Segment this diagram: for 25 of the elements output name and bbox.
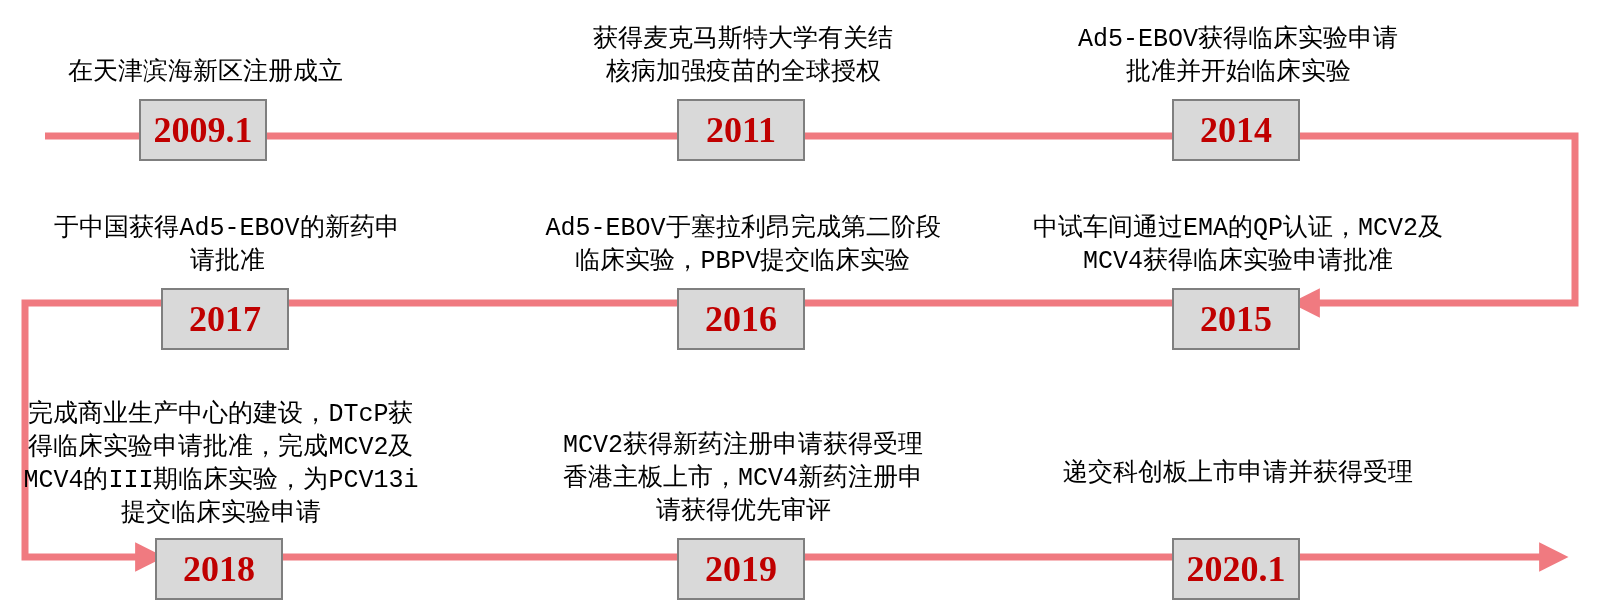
timeline-line bbox=[283, 553, 677, 561]
year-label: 2015 bbox=[1200, 301, 1272, 337]
event-text: Ad5-EBOV于塞拉利昂完成第二阶段临床实验，PBPV提交临床实验 bbox=[544, 213, 942, 278]
timeline-line bbox=[805, 299, 1172, 307]
year-label: 2016 bbox=[705, 301, 777, 337]
event-text: 在天津滨海新区注册成立 bbox=[66, 57, 344, 89]
year-label: 2020.1 bbox=[1186, 551, 1286, 587]
event-text: 于中国获得Ad5-EBOV的新药申请批准 bbox=[53, 213, 401, 278]
event-text: 完成商业生产中心的建设，DTcP获得临床实验申请批准，完成MCV2及MCV4的III期临床实验，为PCV13i提交临床实验申请 bbox=[22, 399, 420, 530]
year-label: 2011 bbox=[706, 112, 776, 148]
event-text: 递交科创板上市申请并获得受理 bbox=[1062, 458, 1414, 490]
timeline-line bbox=[289, 299, 677, 307]
timeline-line bbox=[267, 132, 677, 140]
timeline-line bbox=[805, 132, 1172, 140]
event-text: 获得麦克马斯特大学有关结核病加强疫苗的全球授权 bbox=[593, 24, 893, 89]
year-label: 2014 bbox=[1200, 112, 1272, 148]
timeline-arrow bbox=[1300, 542, 1569, 572]
timeline-line bbox=[805, 553, 1172, 561]
year-label: 2009.1 bbox=[153, 112, 253, 148]
year-label: 2019 bbox=[705, 551, 777, 587]
year-label: 2018 bbox=[183, 551, 255, 587]
event-text: 中试车间通过EMA的QP认证，MCV2及MCV4获得临床实验申请批准 bbox=[1032, 213, 1444, 278]
event-text: Ad5-EBOV获得临床实验申请批准并开始临床实验 bbox=[1077, 24, 1399, 89]
event-text: MCV2获得新药注册申请获得受理香港主板上市，MCV4新药注册申请获得优先审评 bbox=[563, 430, 923, 528]
year-label: 2017 bbox=[189, 301, 261, 337]
